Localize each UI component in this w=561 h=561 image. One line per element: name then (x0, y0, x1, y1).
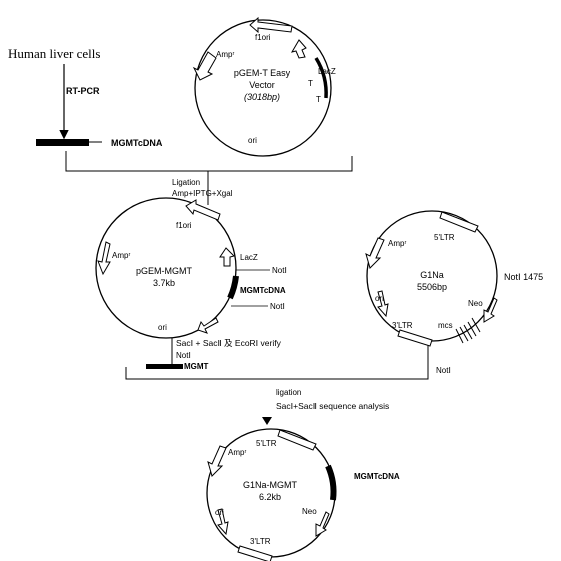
pgem-t-f1ori-arrow (249, 16, 293, 34)
ligation2-line2: SacⅠ+SacⅡ sequence analysis (276, 401, 389, 411)
digest1-line1: SacⅠ + SacⅡ 及 EcoRⅠ verify (176, 338, 282, 348)
pgem-t-t2-label: T (316, 95, 321, 104)
pgem-mgmt-small-gene (197, 317, 219, 334)
pgem-mgmt-not2-label: NotⅠ (270, 302, 285, 311)
g1na-not-label: NotⅠ 1475 (504, 272, 543, 282)
g1na-neo-label: Neo (468, 299, 483, 308)
pgem-t-f1ori-label: f1ori (255, 33, 271, 42)
g1na-mgmt-3ltr-label: 3'LTR (250, 537, 271, 546)
g1na-plasmid (365, 210, 498, 347)
g1na-ori-gene (377, 290, 389, 318)
g1na-mgmt-insert-label: MGMTcDNA (354, 472, 400, 481)
g1na-mgmt-amp-label: Ampʳ (228, 448, 246, 457)
pgem-t-name2: Vector (249, 80, 275, 90)
pgem-t-amp-gene (192, 51, 217, 81)
ligation2-line1: ligation (276, 388, 301, 397)
pgem-mgmt-size: 3.7kb (153, 278, 175, 288)
g1na-5ltr-box (439, 211, 479, 233)
g1na-mgmt-plasmid (206, 428, 337, 561)
g1na-mgmt-ori-label: ori (215, 508, 224, 517)
g1na-5ltr-label: 5'LTR (434, 233, 455, 242)
pgem-t-plasmid (192, 16, 332, 157)
source-label: Human liver cells (8, 46, 100, 61)
g1na-mgmt-neo-arrow (315, 511, 330, 537)
g1na-ori-label: ori (375, 294, 384, 303)
pgem-mgmt-insert-arc (227, 275, 239, 300)
digest1-line2: NotⅠ (176, 351, 191, 360)
pgem-t-lacz-label: LacZ (318, 67, 336, 76)
g1na-amp-gene (365, 237, 385, 269)
g1na-3ltr-box (397, 329, 433, 347)
rt-pcr-label: RT-PCR (66, 86, 100, 96)
g1na-name: G1Na (420, 270, 444, 280)
g1na-amp-label: Ampʳ (388, 239, 406, 248)
pgem-mgmt-name: pGEM-MGMT (136, 266, 192, 276)
g1na-mgmt-name: G1Na-MGMT (243, 480, 298, 490)
cdna-bar (36, 139, 89, 146)
g1na-mgmt-neo-label: Neo (302, 507, 317, 516)
pgem-mgmt-not1-label: NotⅠ (272, 266, 287, 275)
digest1-fragment-label: MGMT (184, 362, 209, 371)
pgem-mgmt-f1ori-arrow (185, 199, 221, 221)
g1na-mgmt-5ltr-label: 5'LTR (256, 439, 277, 448)
g1na-mgmt-3ltr-box (237, 545, 273, 561)
g1na-mgmt-insert-arc (325, 464, 337, 501)
pgem-mgmt-ori-label: ori (158, 323, 167, 332)
pgem-mgmt-plasmid (95, 197, 239, 339)
g1na-mgmt-size: 6.2kb (259, 492, 281, 502)
pgem-mgmt-lacz-arrow (219, 247, 235, 267)
g1na-mcs-label: mcs (438, 321, 453, 330)
g1na-mgmt-5ltr-box (277, 429, 317, 451)
pgem-mgmt-f1ori-label: f1ori (176, 221, 192, 230)
pgem-mgmt-amp-gene (97, 241, 111, 276)
g1na-3ltr-label: 3'LTR (392, 321, 413, 330)
cdna-label: MGMTcDNA (111, 138, 163, 148)
digest1-fragment-bar (146, 364, 183, 369)
pgem-t-ori-label: ori (248, 136, 257, 145)
pgem-t-size: (3018bp) (244, 92, 280, 102)
g1na-size: 5506bp (417, 282, 447, 292)
ligation1-line2: Amp+IPTG+Xgal (172, 189, 233, 198)
pgem-mgmt-lacz-label: LacZ (240, 253, 258, 262)
g1na-mgmt-ori-gene (217, 508, 229, 536)
pgem-t-lacz-arrow (290, 39, 307, 59)
g1na-neo-arrow (483, 297, 498, 323)
ligation1-line1: Ligation (172, 178, 200, 187)
pgem-t-name: pGEM-T Easy (234, 68, 291, 78)
pgem-mgmt-insert-label: MGMTcDNA (240, 286, 286, 295)
ligation2-arrowhead (262, 417, 272, 425)
merge-bracket (125, 344, 429, 380)
pgem-t-amp-label: Ampʳ (216, 50, 234, 59)
pgem-mgmt-amp-label: Ampʳ (112, 251, 130, 260)
digest2-label: NotⅠ (436, 366, 451, 375)
ligation1-bracket (65, 151, 353, 205)
g1na-mgmt-amp-gene (207, 445, 227, 477)
pgem-t-lacz-arc (314, 57, 328, 99)
pgem-t-t1-label: T (308, 79, 313, 88)
g1na-mcs-hatch (455, 317, 481, 344)
